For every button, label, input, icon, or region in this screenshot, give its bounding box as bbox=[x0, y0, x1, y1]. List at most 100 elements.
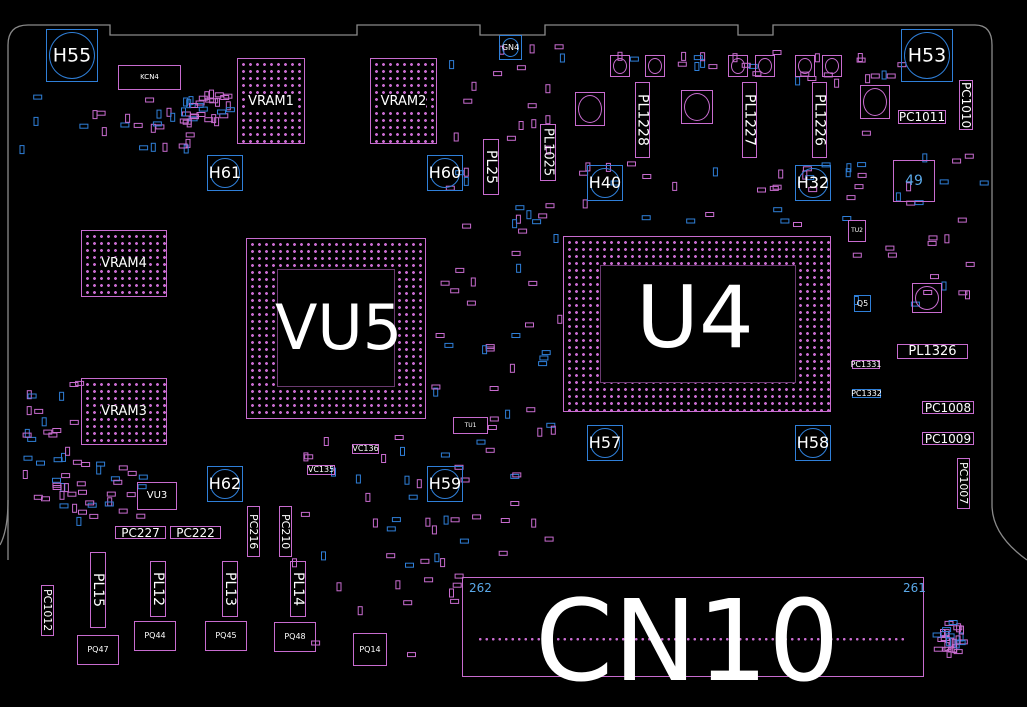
smd-pad bbox=[953, 649, 963, 655]
inductor-pl1228[interactable]: PL1228 bbox=[635, 82, 651, 158]
h58-label: H58 bbox=[796, 433, 830, 452]
mosfet-pq48[interactable]: PQ48 bbox=[274, 622, 316, 652]
hole-h57[interactable]: H57 bbox=[587, 425, 623, 461]
pl1025-label: PL1025 bbox=[540, 128, 556, 177]
capacitor-pc1331[interactable]: PC1331 bbox=[851, 360, 881, 369]
capacitor-pc1332[interactable]: PC1332 bbox=[851, 388, 882, 398]
inductor-pl13[interactable]: PL13 bbox=[222, 561, 238, 617]
smd-pad bbox=[331, 467, 336, 477]
phase-component[interactable] bbox=[795, 55, 815, 77]
capacitor-pc1009[interactable]: PC1009 bbox=[922, 432, 974, 445]
h32-label: H32 bbox=[796, 173, 830, 192]
chip-vram2[interactable]: VRAM2 bbox=[370, 58, 437, 144]
mosfet-pq45[interactable]: PQ45 bbox=[205, 621, 247, 651]
phase-component[interactable] bbox=[912, 283, 942, 313]
inductor-pl1226[interactable]: PL1226 bbox=[812, 82, 828, 158]
smd-pad bbox=[544, 536, 554, 542]
inductor-pl25[interactable]: PL25 bbox=[483, 139, 499, 195]
smd-pad bbox=[209, 98, 219, 104]
capacitor-pc1007[interactable]: PC1007 bbox=[957, 458, 970, 509]
chip-u4[interactable]: U4 bbox=[563, 236, 831, 412]
smd-pad bbox=[814, 53, 820, 63]
phase-component[interactable] bbox=[575, 92, 605, 126]
smd-pad bbox=[204, 117, 214, 123]
smd-pad bbox=[27, 436, 37, 442]
chip-q5[interactable]: Q5 bbox=[854, 295, 871, 312]
smd-pad bbox=[431, 384, 441, 390]
phase-component[interactable] bbox=[822, 55, 842, 77]
smd-pad bbox=[518, 228, 528, 234]
pq47-label: PQ47 bbox=[87, 645, 109, 654]
mosfet-pq14[interactable]: PQ14 bbox=[353, 633, 387, 666]
hole-h62[interactable]: H62 bbox=[207, 466, 243, 502]
hole-h55[interactable]: H55 bbox=[46, 29, 98, 82]
capacitor-pc222[interactable]: PC222 bbox=[170, 526, 221, 539]
hole-h59[interactable]: H59 bbox=[427, 466, 463, 502]
smd-pad bbox=[455, 267, 465, 273]
smd-pad bbox=[52, 477, 61, 483]
pl15-label: PL15 bbox=[90, 572, 106, 608]
smd-pad bbox=[681, 51, 687, 61]
capacitor-vc136[interactable]: VC136 bbox=[352, 444, 379, 454]
chip-vram3[interactable]: VRAM3 bbox=[81, 378, 167, 445]
smd-pad bbox=[498, 550, 508, 556]
chip-tu1[interactable]: TU1 bbox=[453, 417, 488, 434]
smd-pad bbox=[487, 425, 497, 430]
capacitor-pc1011[interactable]: PC1011 bbox=[898, 110, 946, 124]
smd-pad bbox=[505, 409, 511, 419]
inductor-pl14[interactable]: PL14 bbox=[290, 561, 306, 617]
inductor-pl1227[interactable]: PL1227 bbox=[742, 82, 758, 158]
hole-h61[interactable]: H61 bbox=[207, 155, 243, 191]
mosfet-pq47[interactable]: PQ47 bbox=[77, 635, 119, 665]
capacitor-pc210[interactable]: PC210 bbox=[279, 506, 292, 557]
hole-h53[interactable]: H53 bbox=[901, 29, 953, 82]
smd-pad bbox=[928, 235, 938, 241]
smd-pad bbox=[404, 475, 410, 485]
smd-pad bbox=[529, 44, 535, 54]
hole-gn4[interactable]: GN4 bbox=[499, 35, 522, 60]
phase-component[interactable] bbox=[681, 90, 713, 124]
chip-vram4[interactable]: VRAM4 bbox=[81, 230, 167, 297]
capacitor-pc1008[interactable]: PC1008 bbox=[922, 401, 974, 414]
smd-pad bbox=[539, 355, 549, 361]
capacitor-pc227[interactable]: PC227 bbox=[115, 526, 166, 539]
phase-component[interactable] bbox=[645, 55, 665, 77]
phase-component[interactable] bbox=[860, 85, 890, 119]
chip-vu3[interactable]: VU3 bbox=[137, 482, 177, 510]
capacitor-pc1012[interactable]: PC1012 bbox=[41, 585, 54, 636]
chip-vram1[interactable]: VRAM1 bbox=[237, 58, 305, 144]
mosfet-pq44[interactable]: PQ44 bbox=[134, 621, 176, 651]
smd-pad bbox=[425, 517, 431, 527]
smd-pad bbox=[686, 218, 696, 224]
smd-pad bbox=[220, 95, 230, 100]
smd-pad bbox=[435, 333, 445, 338]
smd-pad bbox=[957, 217, 967, 223]
inductor-pl1326[interactable]: PL1326 bbox=[897, 344, 968, 359]
capacitor-pc216[interactable]: PC216 bbox=[247, 506, 260, 557]
h62-label: H62 bbox=[208, 474, 242, 493]
phase-component[interactable] bbox=[610, 55, 630, 77]
smd-pad bbox=[454, 573, 464, 579]
chip-vu5[interactable]: VU5 bbox=[246, 238, 426, 419]
inductor-pl1025[interactable]: PL1025 bbox=[540, 124, 556, 181]
hole-h40[interactable]: H40 bbox=[587, 165, 623, 201]
smd-pad bbox=[81, 462, 91, 467]
chip-pu[interactable]: 49 bbox=[893, 160, 935, 202]
smd-pad bbox=[629, 56, 639, 62]
capacitor-pc1010[interactable]: PC1010 bbox=[959, 80, 973, 130]
pc1332-label: PC1332 bbox=[851, 388, 882, 398]
smd-pad bbox=[852, 252, 862, 258]
connector-cn10[interactable]: CN10 262 261 bbox=[462, 577, 926, 698]
chip-tu2[interactable]: TU2 bbox=[848, 220, 866, 242]
inductor-pl15[interactable]: PL15 bbox=[90, 552, 106, 628]
capacitor-vc135[interactable]: VC135 bbox=[307, 465, 335, 475]
hole-h60[interactable]: H60 bbox=[427, 155, 463, 191]
hole-h58[interactable]: H58 bbox=[795, 425, 831, 461]
phase-component[interactable] bbox=[728, 55, 748, 77]
inductor-pl12[interactable]: PL12 bbox=[150, 561, 166, 617]
smd-pad bbox=[43, 429, 53, 435]
connector-kcn4[interactable]: KCN4 bbox=[118, 65, 181, 90]
phase-component[interactable] bbox=[755, 55, 775, 77]
smd-pad bbox=[204, 91, 210, 101]
hole-h32[interactable]: H32 bbox=[795, 165, 831, 201]
